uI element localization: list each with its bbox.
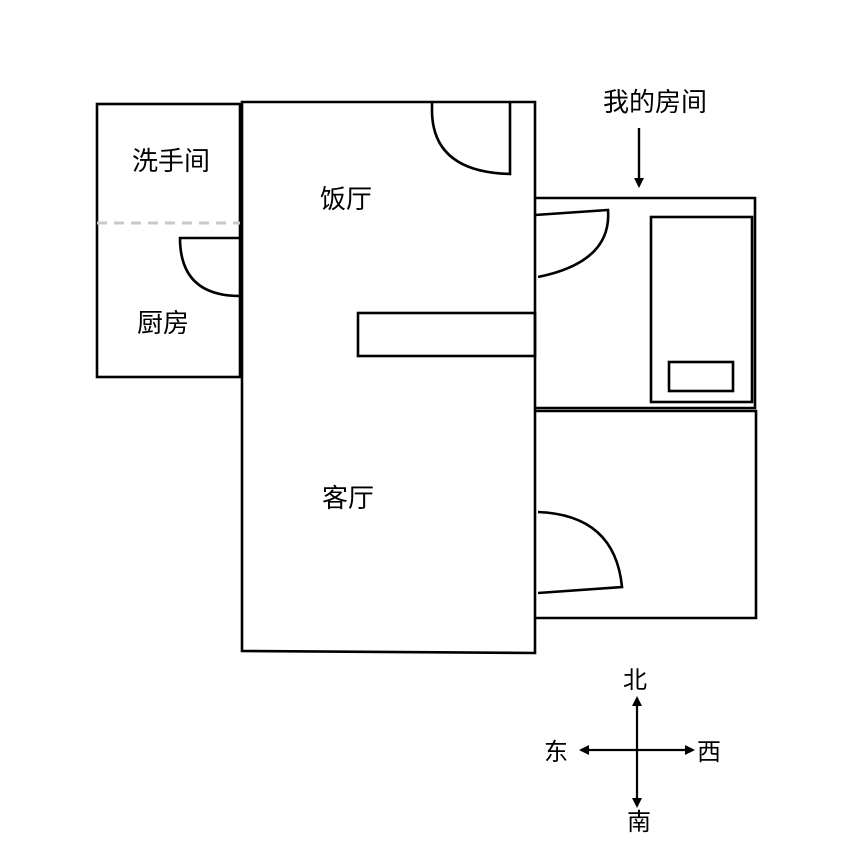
compass-east-label: 东 [544,738,568,766]
bathroom-kitchen-block-wall [95,102,242,379]
kitchen-door [178,236,241,298]
compass-rose: 北 南 东 西 [544,666,721,836]
bed [649,215,754,404]
my-room-wall [535,196,757,410]
compass-south-label: 南 [627,808,651,836]
compass-north-label: 北 [623,666,647,694]
pillow [667,360,735,393]
dining-room-label: 饭厅 [320,185,372,215]
dining-room-door [430,102,512,176]
second-room-door [537,510,624,595]
living-room-label: 客厅 [322,484,374,514]
second-room-wall [535,409,758,620]
my-room-callout-label: 我的房间 [603,88,707,118]
my-room-door [534,208,610,279]
kitchen-label: 厨房 [137,309,189,339]
compass-west-label: 西 [697,738,721,766]
bathroom-label: 洗手间 [132,147,210,177]
dining-table [356,311,537,358]
main-hall-wall [240,100,537,655]
